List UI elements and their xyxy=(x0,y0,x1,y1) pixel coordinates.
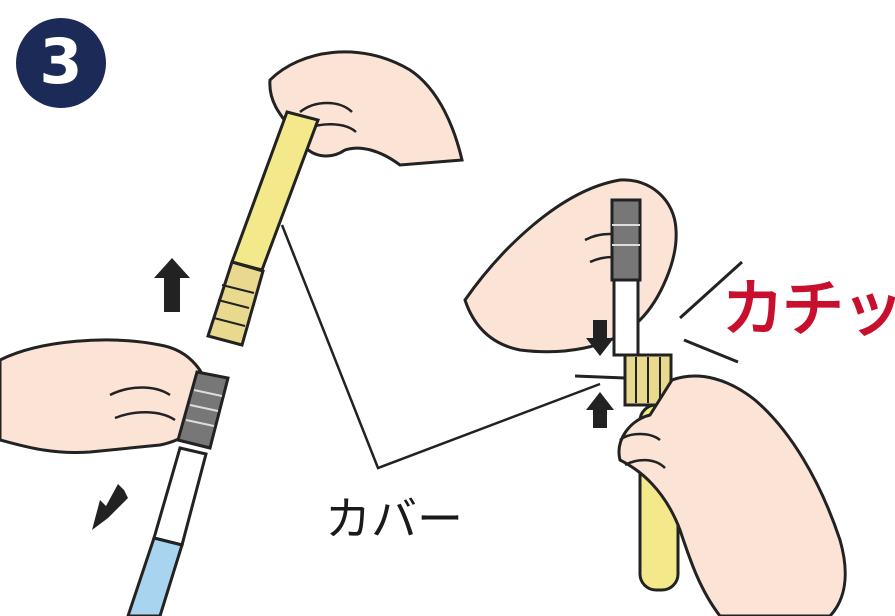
step-number-badge: 3 xyxy=(16,18,106,108)
click-sound-text: カチッ xyxy=(722,278,895,340)
upper-right-hand xyxy=(465,180,676,352)
down-arrow-icon xyxy=(92,484,128,530)
cover-label: カバー xyxy=(325,496,463,542)
step-number: 3 xyxy=(39,31,82,93)
cover-tube-yellow xyxy=(208,112,318,345)
lower-left-hand xyxy=(0,340,208,453)
up-arrow-icon xyxy=(586,392,614,428)
up-arrow-icon xyxy=(154,258,190,312)
